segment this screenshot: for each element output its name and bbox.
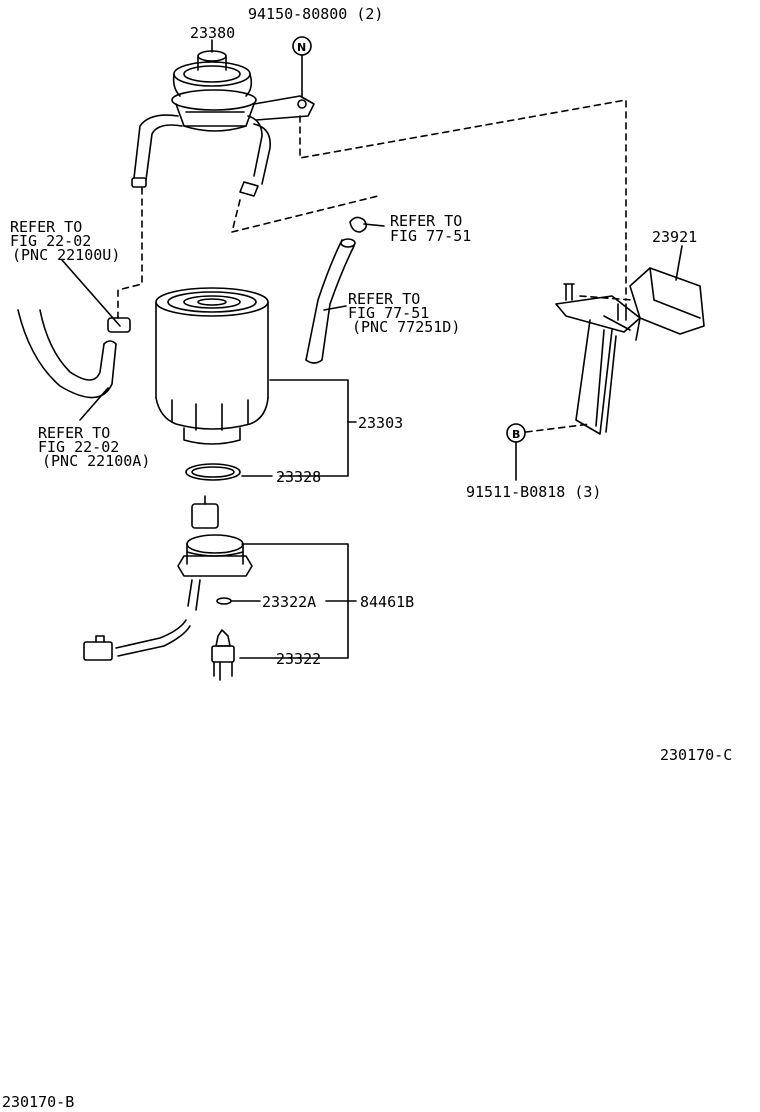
badge-n: N bbox=[297, 41, 307, 54]
ref-hose-mid-line1: REFER TO bbox=[348, 290, 421, 308]
label-bolt-bracket: 91511-B0818 (3) bbox=[466, 483, 602, 501]
sensor-assy-drawing bbox=[83, 495, 253, 661]
label-bolt-top: 94150-80800 (2) bbox=[248, 5, 384, 23]
label-gasket: 23328 bbox=[276, 468, 322, 486]
label-oring: 23322A bbox=[262, 593, 317, 611]
badge-b: B bbox=[512, 428, 521, 441]
label-priming-pump: 23380 bbox=[190, 24, 236, 42]
hose-mid-drawing bbox=[305, 238, 356, 364]
label-bracket: 23921 bbox=[652, 228, 698, 246]
ref-hose-lower-line1: REFER TO bbox=[38, 424, 111, 442]
bracket-drawing bbox=[555, 267, 705, 435]
label-filter-element: 23303 bbox=[358, 414, 404, 432]
fig-code-corner: 230170-B bbox=[2, 1093, 75, 1111]
ref-hose-mid-line3: (PNC 77251D) bbox=[352, 318, 461, 336]
switch-drawing bbox=[211, 629, 235, 681]
filter-element-drawing bbox=[155, 287, 269, 445]
ref-clamp-line1: REFER TO bbox=[390, 212, 463, 230]
bracket-leader bbox=[675, 245, 683, 281]
priming-pump-drawing bbox=[131, 50, 315, 197]
hose-lower-drawing bbox=[17, 309, 131, 399]
ref-hose-upper-line2: FIG 22-02 bbox=[10, 232, 92, 250]
gasket-drawing bbox=[185, 463, 241, 481]
ref-hose-lower-line3: (PNC 22100A) bbox=[42, 452, 151, 470]
label-sensor-assy: 84461B bbox=[360, 593, 415, 611]
oring-drawing bbox=[216, 597, 232, 605]
ref-hose-upper-line3: (PNC 22100U) bbox=[12, 246, 121, 264]
label-switch: 23322 bbox=[276, 650, 322, 668]
ref-clamp-line2: FIG 77-51 bbox=[390, 227, 472, 245]
ref-hose-upper-line1: REFER TO bbox=[10, 218, 83, 236]
leader-lines bbox=[61, 39, 357, 659]
dashed-guides bbox=[117, 99, 633, 433]
clamp-drawing bbox=[349, 216, 368, 233]
ref-hose-mid-line2: FIG 77-51 bbox=[348, 304, 430, 322]
ref-hose-lower-line2: FIG 22-02 bbox=[38, 438, 120, 456]
fig-code-main: 230170-C bbox=[660, 746, 733, 764]
